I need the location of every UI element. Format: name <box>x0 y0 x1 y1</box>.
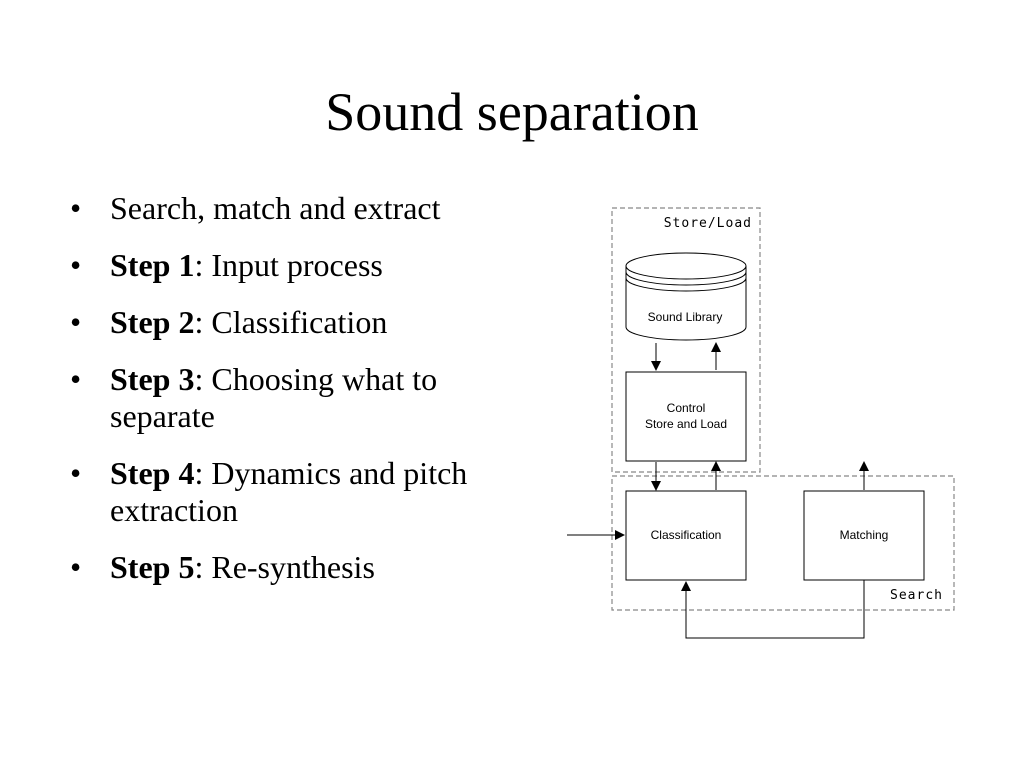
bullet-dot: • <box>70 190 82 226</box>
bullet-bold: Step 3 <box>110 361 195 397</box>
control-label-line1: Control <box>667 401 706 415</box>
bullet-list: • Search, match and extract • Step 1: Inpu… <box>70 190 500 606</box>
bullet-text: : Choosing what to separate <box>110 361 438 434</box>
matching-node: Matching <box>803 490 925 581</box>
bullet-dot: • <box>70 361 82 397</box>
bullet-text: : Input process <box>194 247 383 283</box>
bullet-dot: • <box>70 455 82 491</box>
bullet-item: • Search, match and extract <box>70 190 500 227</box>
store-load-group <box>611 207 761 473</box>
classification-label: Classification <box>651 528 722 542</box>
bullet-bold: Step 4 <box>110 455 195 491</box>
search-label: Search <box>890 588 943 603</box>
arrow-matching-to-classification <box>681 580 865 639</box>
control-label-line2: Store and Load <box>645 417 727 431</box>
bullet-item: • Step 3: Choosing what to separate <box>70 361 500 435</box>
bullet-bold: Step 5 <box>110 549 195 585</box>
matching-label: Matching <box>840 528 889 542</box>
bullet-item: • Step 2: Classification <box>70 304 500 341</box>
sound-library-node: Sound Library <box>625 252 747 341</box>
sound-library-label: Sound Library <box>648 310 723 324</box>
control-node: Control Store and Load <box>625 371 747 462</box>
bullet-text: : Dynamics and pitch extraction <box>110 455 468 528</box>
bullet-dot: • <box>70 247 82 283</box>
store-load-label: Store/Load <box>664 216 752 231</box>
bullet-dot: • <box>70 549 82 585</box>
search-group <box>611 475 955 611</box>
bullet-item: • Step 4: Dynamics and pitch extraction <box>70 455 500 529</box>
classification-node: Classification <box>625 490 747 581</box>
bullet-text: : Classification <box>194 304 388 340</box>
bullet-text: Search, match and extract <box>110 190 441 226</box>
bullet-item: • Step 5: Re-synthesis <box>70 549 500 586</box>
bullet-bold: Step 2 <box>110 304 195 340</box>
bullet-dot: • <box>70 304 82 340</box>
bullet-item: • Step 1: Input process <box>70 247 500 284</box>
slide-title: Sound separation <box>325 82 699 142</box>
bullet-bold: Step 1 <box>110 247 195 283</box>
bullet-text: : Re-synthesis <box>194 549 375 585</box>
